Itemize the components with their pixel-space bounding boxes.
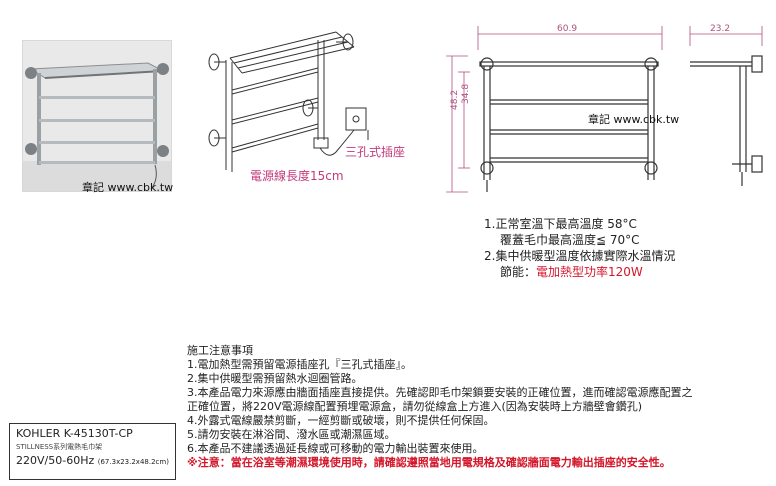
dimension-width: 60.9 xyxy=(557,24,578,34)
installation-notes: 施工注意事項 1.電加熱型需預留電源插座孔『三孔式插座』。 2.集中供暖型需預留… xyxy=(187,344,772,470)
front-elevation-drawing xyxy=(446,26,663,193)
spec-line-1: 1.正常室溫下最高溫度 58°C xyxy=(484,217,637,231)
model-size: (67.3x23.2x48.2cm) xyxy=(97,458,169,466)
dimension-height-inner: 34.8 xyxy=(461,83,471,104)
dimension-depth: 23.2 xyxy=(710,24,731,34)
specs-block: 1.正常室溫下最高溫度 58°C 覆蓋毛巾最高溫度≦ 70°C 2.集中供暖型溫… xyxy=(484,216,675,280)
drawing-watermark: 章記 www.cbk.tw xyxy=(588,113,680,126)
notes-warning: ※注意：當在浴室等潮濕環境使用時，請確認遵照當地用電規格及確認牆面電力輸出插座的… xyxy=(187,456,671,469)
cord-length-label: 電源線長度15cm xyxy=(250,169,344,183)
model-info-box: KOHLER K-45130T-CP STILLNESS系列電熱毛巾架 220V… xyxy=(9,423,176,480)
spec-power-highlight: 電加熱型功率120W xyxy=(536,265,643,279)
notes-item: 1.電加熱型需預留電源插座孔『三孔式插座』。 xyxy=(187,358,412,371)
notes-item: 4.外露式電線嚴禁剪斷，一經剪斷或破壞，則不提供任何保固。 xyxy=(187,414,495,427)
spec-line-2: 覆蓋毛巾最高溫度≦ 70°C xyxy=(500,233,640,247)
notes-item: 5.請勿安裝在淋浴間、潑水區或潮濕區域。 xyxy=(187,428,396,441)
spec-line-4-prefix: 節能： xyxy=(500,265,537,279)
product-photo xyxy=(22,40,172,192)
model-name: KOHLER K-45130T-CP xyxy=(16,427,133,440)
dimension-height-total: 48.2 xyxy=(450,89,460,110)
notes-item: 正確位置，將220V電源線配置預埋電源盒，請勿從線盒上方進入(因為安裝時上方牆壁… xyxy=(187,400,643,413)
notes-title: 施工注意事項 xyxy=(187,344,253,357)
side-view-drawing xyxy=(689,26,763,186)
perspective-drawing xyxy=(208,31,369,172)
spec-line-3: 2.集中供暖型溫度依據實際水溫情況 xyxy=(484,249,676,263)
socket-label: 三孔式插座 xyxy=(345,145,406,159)
model-power: 220V/50-60Hz xyxy=(16,454,95,467)
notes-item: 2.集中供暖型需預留熱水迴圈管路。 xyxy=(187,372,363,385)
notes-item: 3.本產品電力來源應由牆面插座直接提供。先確認即毛巾架鎖要安裝的正確位置，進而確… xyxy=(187,386,693,399)
photo-watermark: 章記 www.cbk.tw xyxy=(82,181,174,194)
notes-item: 6.本產品不建議透過延長線或可移動的電力輸出裝置來使用。 xyxy=(187,442,484,455)
model-series: STILLNESS系列電熱毛巾架 xyxy=(16,443,103,451)
towel-rack-photo-illustration xyxy=(23,41,171,191)
